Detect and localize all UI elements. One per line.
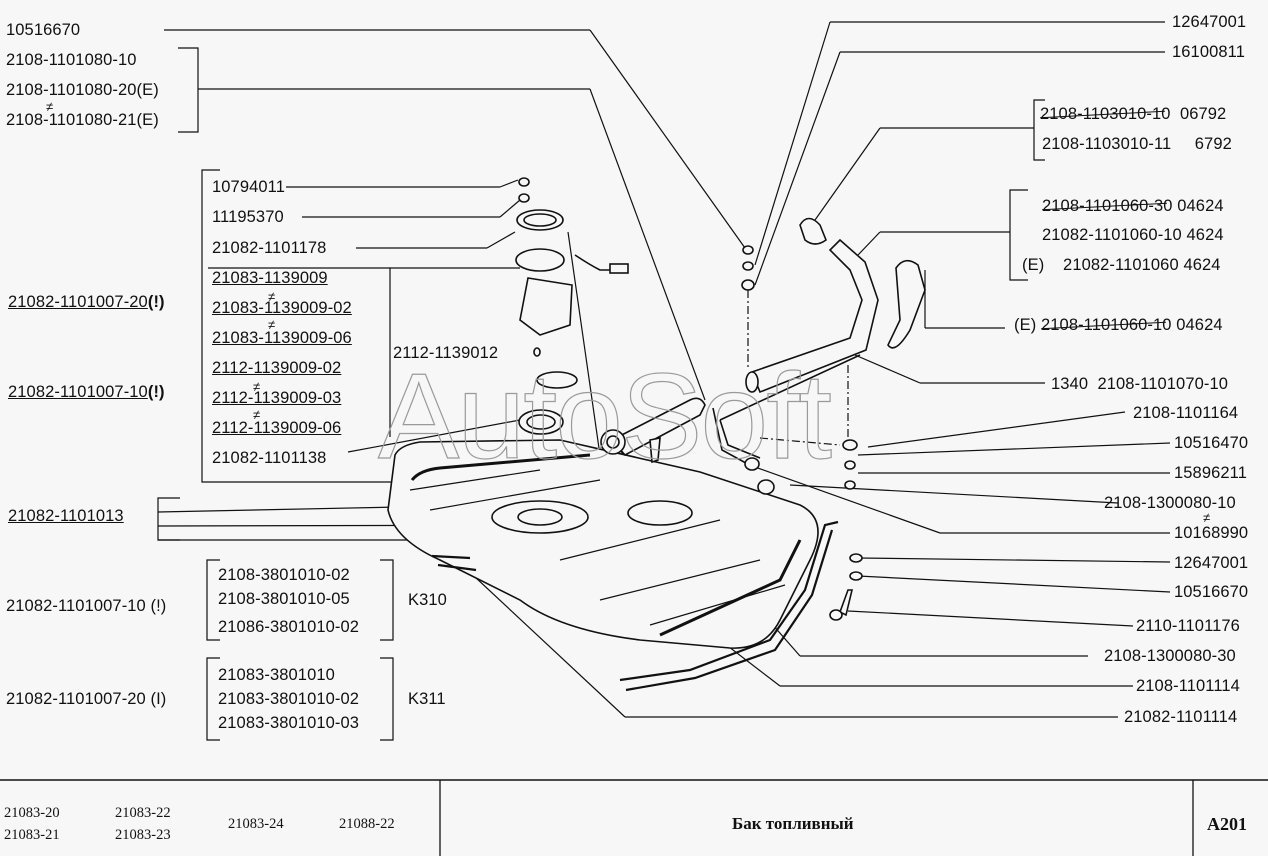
leader-line xyxy=(589,29,746,249)
part-label[interactable]: 10516670 xyxy=(1174,583,1249,601)
part-label[interactable]: 21083-3801010 xyxy=(218,666,335,684)
bracket xyxy=(201,169,470,483)
part-label[interactable]: 2108-1101080-21(E) xyxy=(6,111,159,129)
part-number-struck[interactable]: 2108-1101060-10 xyxy=(1040,316,1172,334)
part-label[interactable]: 2108-1101080-10 xyxy=(6,51,137,69)
part-label[interactable]: 2108-3801010-05 xyxy=(218,590,350,608)
part-label[interactable]: 21082-1101138 xyxy=(212,449,327,467)
kit-code: K311 xyxy=(408,690,446,708)
bracket xyxy=(157,497,180,541)
not-equal-mark: ≠ xyxy=(268,289,276,304)
not-equal-mark: ≠ xyxy=(253,407,261,422)
part-label[interactable]: 21082-1101114 xyxy=(1124,708,1238,726)
page-code: A201 xyxy=(1207,814,1247,834)
model-code: 21083-22 xyxy=(115,805,171,821)
tank-label[interactable]: 21082-1101013 xyxy=(8,507,124,525)
assembly-label: 21082-1101007-10(!) xyxy=(8,382,165,402)
neck-row: 2108-1101060-30 04624 xyxy=(1042,196,1224,216)
part-label[interactable]: 12647001 xyxy=(1174,554,1249,572)
not-equal-mark: ≠ xyxy=(253,379,261,394)
part-label[interactable]: 12647001 xyxy=(1172,13,1247,31)
part-label[interactable]: 21083-3801010-03 xyxy=(218,714,360,732)
variant-prefix: (E) xyxy=(1014,316,1037,334)
not-equal-mark: ≠ xyxy=(268,317,276,332)
part-label[interactable]: 21086-3801010-02 xyxy=(218,618,360,636)
fuel-pump xyxy=(515,209,661,464)
page-title: Бак топливный xyxy=(732,814,854,833)
model-code: 21088-22 xyxy=(339,816,395,832)
neck-row: (E) 21082-1101060 4624 xyxy=(1022,255,1221,275)
part-label[interactable]: 21083-1139009-02 xyxy=(212,299,352,317)
kit-code: K310 xyxy=(408,591,447,609)
not-equal-mark: ≠ xyxy=(46,99,54,114)
tank-straps xyxy=(431,520,839,692)
part-label[interactable]: 21083-1139009-06 xyxy=(212,329,352,347)
part-label[interactable]: 21083-3801010-02 xyxy=(218,690,360,708)
part-qty: 4624 xyxy=(1183,256,1221,274)
leader-line xyxy=(589,88,706,401)
fasteners xyxy=(518,177,863,621)
part-label[interactable]: 2108-1101164 xyxy=(1133,404,1239,422)
part-label[interactable]: 2108-1101114 xyxy=(1136,677,1240,695)
part-qty: 6792 xyxy=(1194,135,1232,153)
part-label[interactable]: 2108-1300080-30 xyxy=(1104,647,1236,665)
k311-assembly-label[interactable]: 21082-1101007-20 (I) xyxy=(6,690,167,708)
part-label[interactable]: 10516670 xyxy=(6,21,81,39)
part-qty: 04624 xyxy=(1176,316,1223,334)
part-number[interactable]: 21082-1101060 xyxy=(1063,256,1179,274)
part-number[interactable]: 2108-1103010-11 xyxy=(1042,135,1172,153)
assembly-flag: (!) xyxy=(147,383,165,401)
part-label[interactable]: 2108-3801010-02 xyxy=(218,566,350,584)
filler-pipe xyxy=(600,217,926,469)
cap-row: 2108-1103010-10 06792 xyxy=(1040,104,1226,124)
model-code: 21083-20 xyxy=(4,805,60,821)
model-code: 21083-24 xyxy=(228,816,284,832)
part-label[interactable]: 21082-1101178 xyxy=(212,239,327,257)
assembly-number[interactable]: 21082-1101007-20 xyxy=(8,293,148,311)
part-label[interactable]: 10516470 xyxy=(1174,434,1249,452)
part-label[interactable]: 1340 2108-1101070-10 xyxy=(1051,375,1229,393)
part-label[interactable]: 2112-1139009-02 xyxy=(212,359,342,377)
part-label[interactable]: 2112-1139012 xyxy=(393,344,499,362)
part-label[interactable]: 2108-1101080-20(E) xyxy=(6,81,159,99)
part-label[interactable]: 21083-1139009 xyxy=(212,269,328,287)
part-qty: 04624 xyxy=(1177,197,1224,215)
part-number[interactable]: 21082-1101060-10 xyxy=(1042,226,1182,244)
bracket xyxy=(178,47,199,133)
model-code: 21083-23 xyxy=(115,827,171,843)
variant-prefix: (E) xyxy=(1022,256,1045,274)
part-number-struck[interactable]: 2108-1103010-10 xyxy=(1040,105,1171,123)
fuel-tank xyxy=(387,439,819,649)
not-equal-mark: ≠ xyxy=(1203,510,1211,525)
assembly-label: 21082-1101007-20(!) xyxy=(8,292,165,312)
part-label[interactable]: 2112-1139009-03 xyxy=(212,389,342,407)
neck-e-row: (E) 2108-1101060-10 04624 xyxy=(1014,315,1223,335)
k310-assembly-label[interactable]: 21082-1101007-10 (!) xyxy=(6,597,167,615)
cap-row: 2108-1103010-11 6792 xyxy=(1042,134,1232,154)
part-label[interactable]: 11195370 xyxy=(212,208,284,226)
part-qty: 06792 xyxy=(1179,105,1227,123)
part-label[interactable]: 15896211 xyxy=(1174,464,1247,482)
part-label[interactable]: 2108-1300080-10 xyxy=(1104,494,1236,512)
part-label[interactable]: 16100811 xyxy=(1172,43,1245,61)
watermark: AutoSoft xyxy=(377,348,832,484)
part-label[interactable]: 10168990 xyxy=(1174,524,1249,542)
assembly-flag: (!) xyxy=(147,293,165,311)
part-qty: 4624 xyxy=(1186,226,1224,244)
part-label[interactable]: 10794011 xyxy=(212,178,285,196)
neck-row: 21082-1101060-10 4624 xyxy=(1042,225,1224,245)
footer-frame xyxy=(0,779,1268,856)
part-label[interactable]: 2112-1139009-06 xyxy=(212,419,342,437)
part-number-struck[interactable]: 2108-1101060-30 xyxy=(1042,197,1173,215)
model-code: 21083-21 xyxy=(4,827,60,843)
assembly-number[interactable]: 21082-1101007-10 xyxy=(8,383,148,401)
part-label[interactable]: 2110-1101176 xyxy=(1136,617,1240,635)
